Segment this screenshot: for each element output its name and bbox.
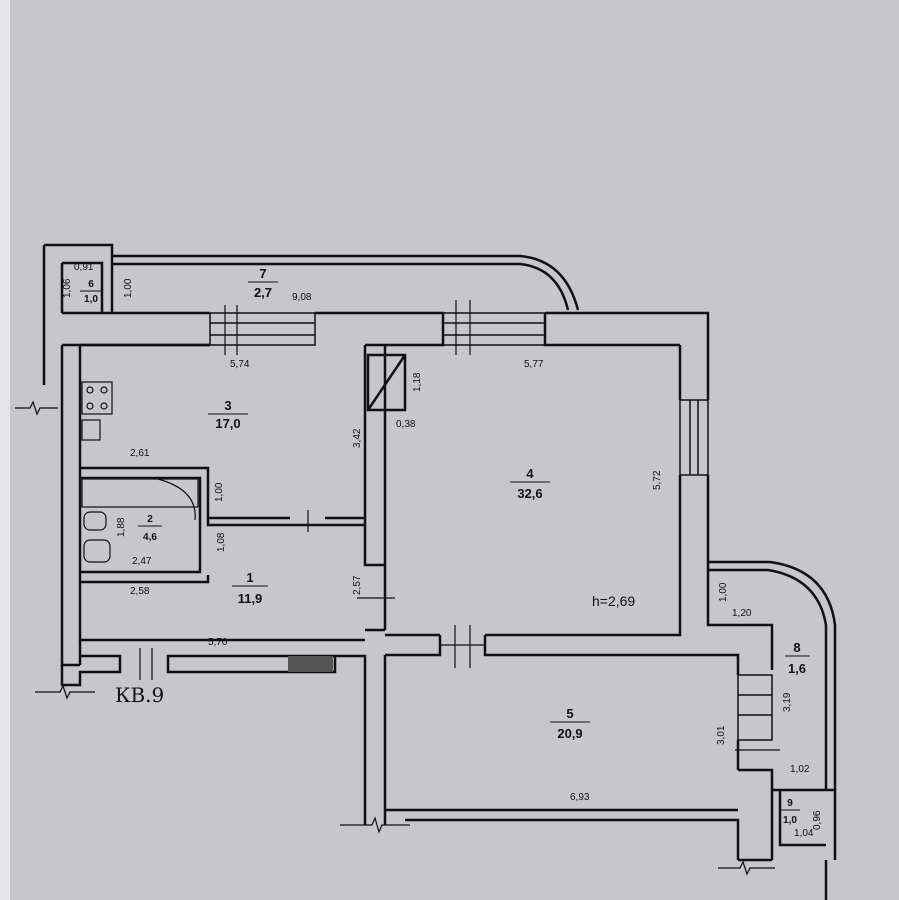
dim-9-08: 9,08	[292, 292, 312, 303]
windows	[209, 312, 773, 741]
room-4-area: 32,6	[517, 486, 542, 501]
room-5-area: 20,9	[557, 726, 582, 741]
room-2-number: 2	[147, 514, 153, 525]
dim-1-88: 1,88	[116, 517, 127, 537]
stove-icon	[81, 381, 113, 415]
room-1-number: 1	[246, 570, 253, 585]
hatched-column	[288, 656, 333, 672]
room-1-area: 11,9	[238, 591, 263, 606]
room-3-number: 3	[224, 398, 231, 413]
dim-1-18: 1,18	[412, 372, 423, 392]
dim-3-19: 3,19	[782, 692, 793, 712]
room-8-number: 8	[793, 640, 800, 655]
room-8-area: 1,6	[788, 661, 806, 676]
dim-1-04: 1,04	[794, 828, 814, 839]
dim-3-01: 3,01	[716, 725, 727, 745]
dim-1-20: 1,20	[732, 608, 752, 619]
dim-5-77: 5,77	[524, 359, 544, 370]
room-2-area: 4,6	[143, 532, 157, 543]
dim-5-74: 5,74	[230, 359, 250, 370]
dim-2-47: 2,47	[132, 556, 152, 567]
sink-icon	[81, 419, 101, 441]
door-markers	[139, 300, 780, 751]
dim-5-72: 5,72	[652, 470, 663, 490]
dim-2-61: 2,61	[130, 448, 150, 459]
room-9-number: 9	[787, 798, 793, 809]
scan-edge	[0, 0, 10, 900]
room-7-number: 7	[259, 266, 266, 281]
dim-1-00-balcony8: 1,00	[718, 582, 729, 602]
room-6-number: 6	[88, 279, 94, 290]
toilet-icon	[83, 511, 107, 531]
dim-3-42: 3,42	[352, 428, 363, 448]
dim-1-06: 1,06	[62, 278, 73, 298]
fixtures	[81, 381, 199, 563]
break-marks	[15, 400, 775, 876]
bathtub-icon	[81, 478, 199, 508]
room-4-number: 4	[526, 466, 534, 481]
dim-1-02: 1,02	[790, 764, 810, 775]
dim-5-70: 5,70	[208, 637, 228, 648]
room-6-area: 1,0	[84, 294, 98, 305]
dim-0-38: 0,38	[396, 419, 416, 430]
washbasin-icon	[83, 539, 111, 563]
dim-2-58: 2,58	[130, 586, 150, 597]
walls	[42, 243, 837, 900]
dimensions: 0,91 1,06 1,00 9,08 5,74 1,18 5,77 0,38 …	[62, 262, 823, 839]
ceiling-height: h=2,69	[592, 593, 635, 609]
dim-0-91: 0,91	[74, 262, 94, 273]
room-9-area: 1,0	[783, 815, 797, 826]
dim-2-57: 2,57	[352, 575, 363, 595]
dim-1-00-bath: 1,00	[214, 482, 225, 502]
room-5-number: 5	[566, 706, 573, 721]
room-3-area: 17,0	[215, 416, 240, 431]
dim-0-96: 0,96	[812, 810, 823, 830]
dim-1-00-balcony: 1,00	[123, 278, 134, 298]
room-labels: 1 11,9 2 4,6 3 17,0 4 32,6 5 20,9 6 1,0 …	[80, 266, 810, 826]
dim-6-93: 6,93	[570, 792, 590, 803]
dim-1-08: 1,08	[216, 532, 227, 552]
room-7-area: 2,7	[254, 285, 272, 300]
apartment-label: КВ.9	[115, 683, 164, 707]
